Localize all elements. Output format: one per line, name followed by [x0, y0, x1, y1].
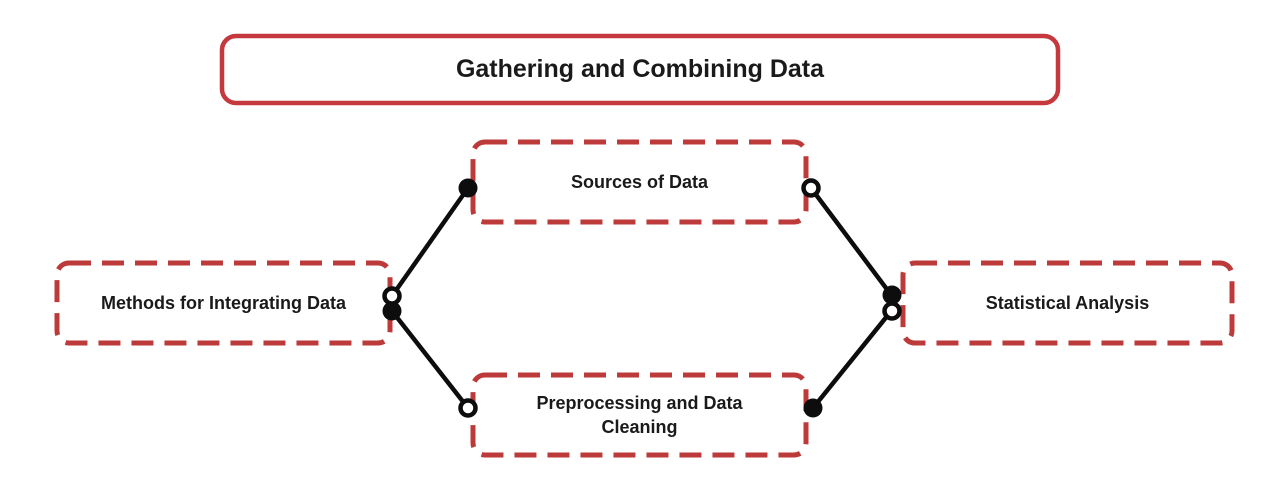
edge-preprocessing-statistical	[810, 307, 895, 411]
edge-methods-sources-end-filled-circle	[458, 178, 478, 198]
statistical-node-border	[900, 260, 1235, 346]
edge-methods-preprocessing-start-filled-circle	[382, 301, 402, 321]
edge-methods-sources-start-open-circle	[382, 286, 402, 306]
edge-sources-statistical-start-open-circle	[801, 178, 821, 198]
preprocessing-node-border	[470, 372, 809, 458]
edge-methods-sources	[389, 185, 471, 299]
edge-sources-statistical	[808, 185, 895, 299]
edge-methods-preprocessing	[389, 308, 471, 411]
title-node-border	[219, 33, 1061, 106]
edge-sources-statistical-end-filled-circle	[882, 285, 902, 305]
edge-preprocessing-statistical-end-open-circle	[882, 301, 902, 321]
methods-node-border	[54, 260, 393, 346]
edge-methods-preprocessing-end-open-circle	[458, 398, 478, 418]
sources-node-border	[470, 139, 809, 225]
edge-preprocessing-statistical-start-filled-circle	[803, 398, 823, 418]
